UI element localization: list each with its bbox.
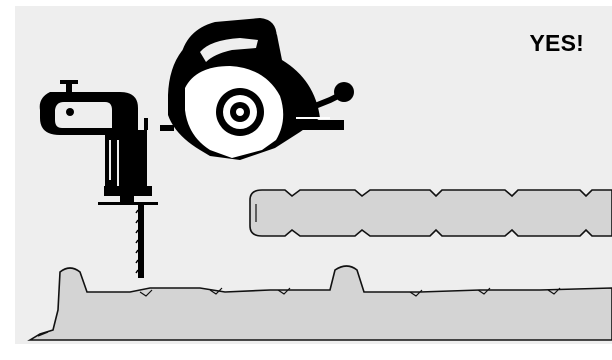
ribbed-roof-panel	[27, 265, 612, 341]
jigsaw-icon	[39, 80, 158, 278]
flat-sandwich-panel	[249, 189, 612, 237]
circular-saw-icon	[160, 18, 354, 161]
verdict-label: YES!	[529, 30, 584, 56]
